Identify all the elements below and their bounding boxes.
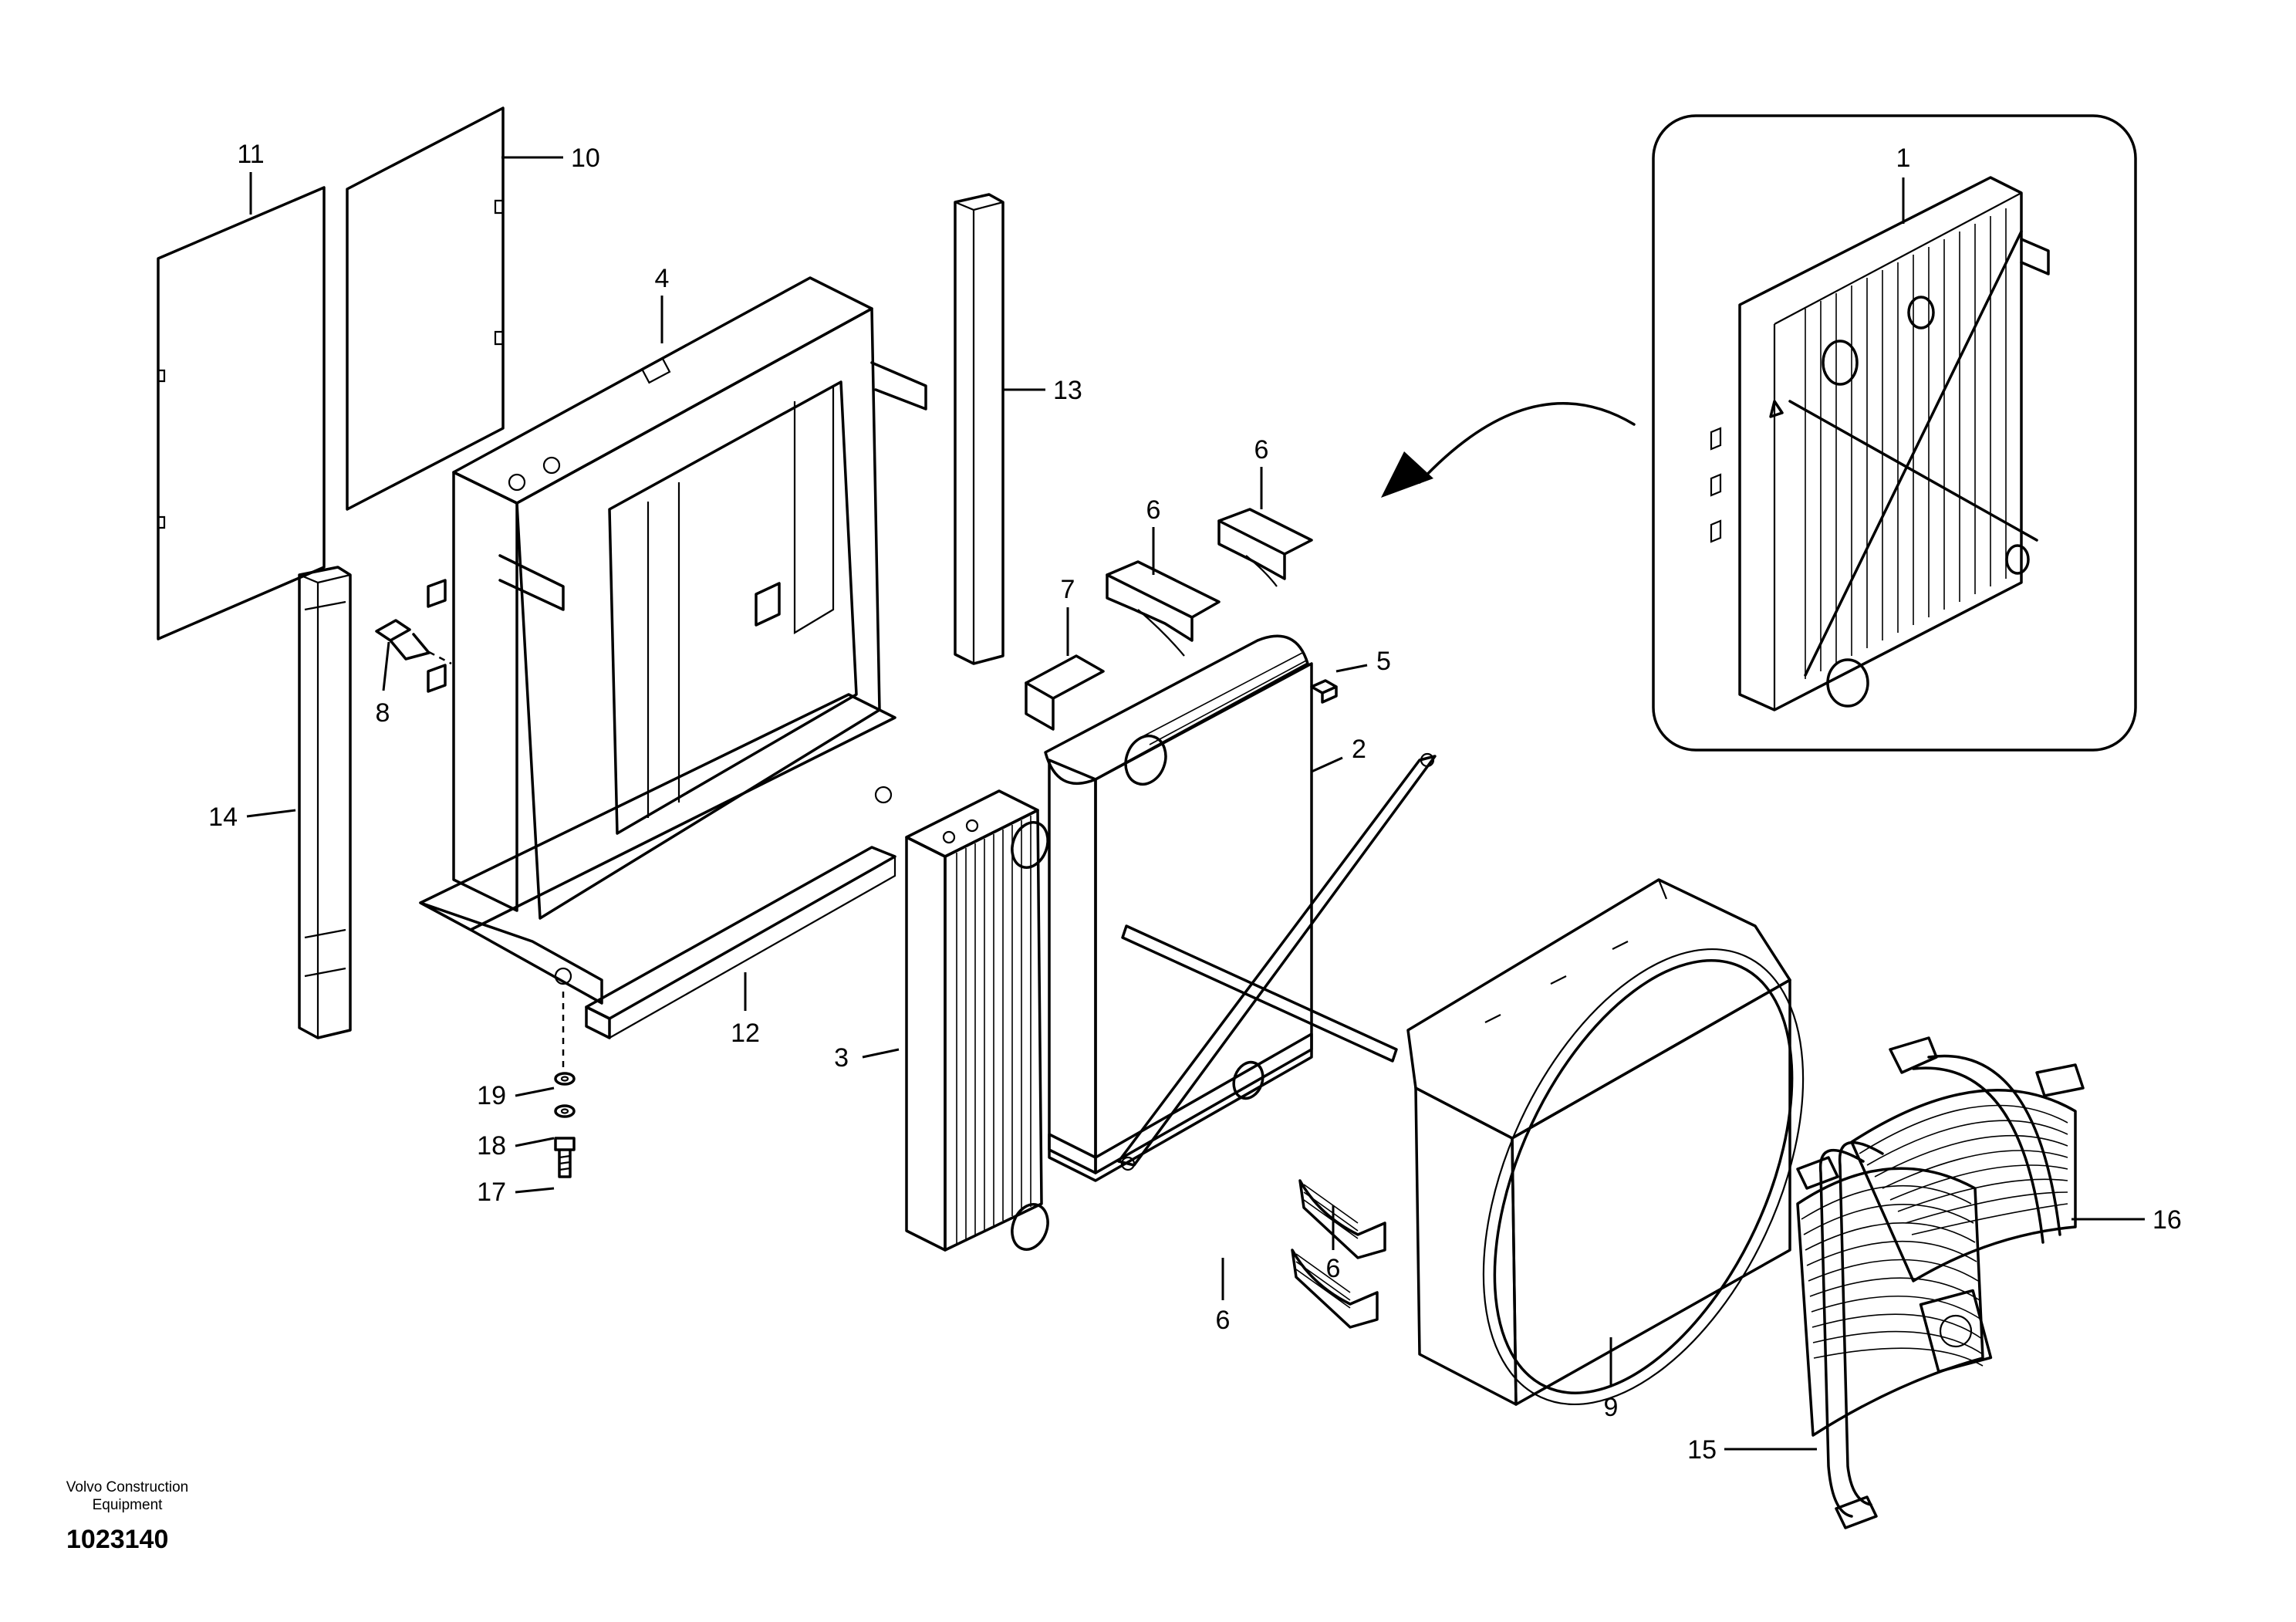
callout-7: 7 — [1061, 575, 1075, 604]
part-4-radiator-frame — [419, 276, 927, 1005]
part-10-cover-panel — [346, 106, 505, 511]
part-2-radiator — [1044, 634, 1313, 1182]
part-6-clamp-upper-left — [1106, 560, 1221, 657]
part-6-clamp-lower-right — [1291, 1249, 1379, 1329]
part-6-clamp-lower-middle — [1298, 1179, 1386, 1259]
part-8-sensor — [375, 619, 452, 665]
inset-core-fins — [1805, 208, 2007, 679]
stay-rods — [1117, 752, 1437, 1171]
part-3-charge-air-cooler — [905, 789, 1049, 1252]
callout-2: 2 — [1352, 735, 1366, 764]
cooler-fins — [956, 816, 1032, 1244]
callout-8: 8 — [376, 698, 390, 728]
callout-14: 14 — [208, 803, 238, 832]
callout-6-lower-right: 6 — [1326, 1254, 1341, 1283]
callout-16: 16 — [2152, 1205, 2182, 1235]
part-17-bolt — [554, 1137, 576, 1178]
part-6-clamp-upper-right — [1217, 508, 1313, 587]
part-11-cover-panel — [157, 186, 326, 640]
callout-5: 5 — [1376, 647, 1391, 676]
callout-15: 15 — [1687, 1435, 1717, 1465]
curved-arrow-icon — [1381, 402, 1636, 498]
part-5-drain-plug — [1310, 679, 1338, 704]
manufacturer-credit: Volvo Construction Equipment — [66, 1479, 189, 1513]
callout-11: 11 — [237, 140, 264, 169]
part-19-washer — [554, 1072, 576, 1086]
callout-17: 17 — [477, 1178, 506, 1207]
inset-assembled-radiator — [1652, 114, 2137, 752]
part-13-seal-strip — [954, 193, 1004, 665]
callout-9: 9 — [1604, 1393, 1619, 1422]
part-14-seal-strip — [298, 566, 352, 1039]
part-15-fan-guard — [1796, 1140, 1993, 1529]
fan-guard-mesh — [1859, 1104, 2068, 1235]
callout-4: 4 — [655, 264, 670, 293]
callout-13: 13 — [1053, 376, 1082, 405]
part-18-washer — [554, 1104, 576, 1118]
callout-1: 1 — [1896, 144, 1911, 173]
callout-19: 19 — [477, 1081, 506, 1110]
callout-10: 10 — [571, 144, 600, 173]
fan-guard-mesh-front — [1801, 1184, 1984, 1367]
part-12-seal-strip — [585, 846, 896, 1039]
callout-6-upper-right: 6 — [1254, 435, 1269, 465]
part-9-fan-shroud — [1406, 878, 1805, 1406]
part-7-bracket — [1025, 654, 1105, 731]
callout-6-lower-left: 6 — [1216, 1306, 1231, 1335]
callout-labels: 1 2 3 4 5 6 6 6 6 7 8 9 10 11 12 13 14 1… — [208, 140, 2182, 1465]
leader-lines — [246, 156, 2145, 1451]
callout-18: 18 — [477, 1131, 506, 1161]
callout-3: 3 — [834, 1043, 849, 1073]
illustration-reference-number: 1023140 — [66, 1525, 169, 1554]
callout-12: 12 — [731, 1019, 760, 1048]
callout-6-upper-left: 6 — [1146, 495, 1161, 525]
part-16-fan-guard — [1850, 1036, 2085, 1282]
